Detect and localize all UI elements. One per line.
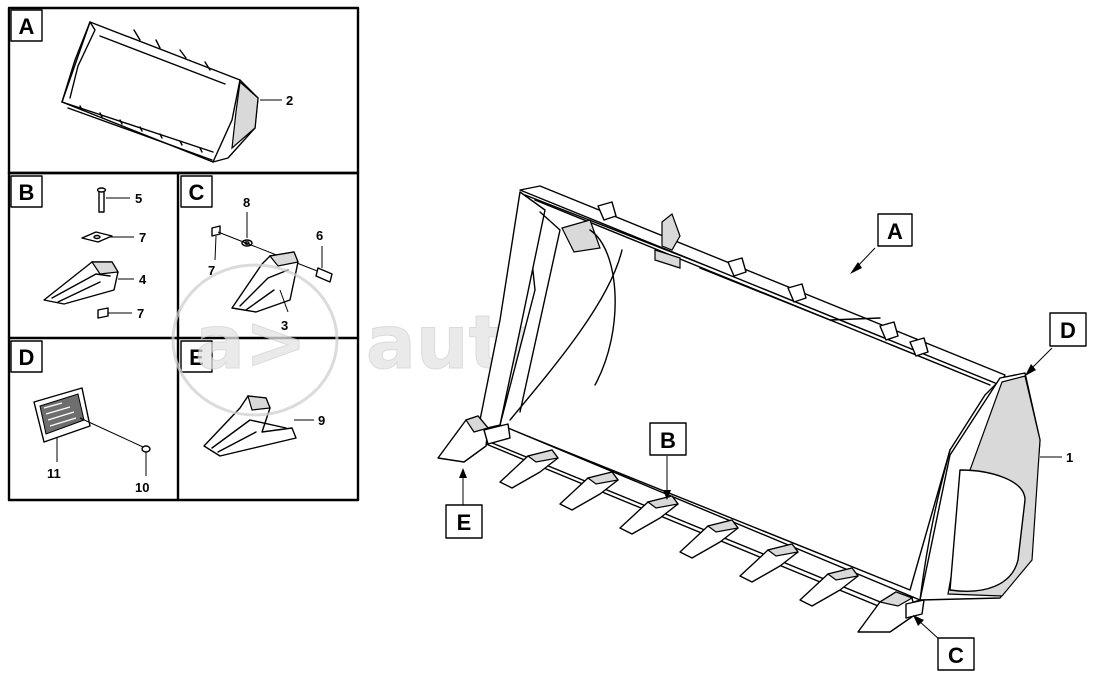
svg-text:11: 11	[47, 466, 61, 481]
svg-text:2: 2	[286, 93, 293, 108]
svg-text:D: D	[1060, 318, 1076, 343]
marker-e: E	[445, 468, 483, 539]
svg-text:7: 7	[137, 306, 144, 321]
callout-3: 3	[279, 289, 289, 333]
main-bucket-teeth	[499, 449, 860, 607]
marker-d: D	[1025, 312, 1087, 376]
callout-4: 4	[118, 272, 147, 287]
svg-text:8: 8	[243, 195, 250, 210]
panel-e-corner-tooth-drawing	[203, 395, 297, 457]
callout-11: 11	[47, 438, 61, 481]
svg-text:E: E	[457, 510, 472, 535]
panel-b-tooth-drawing	[43, 187, 119, 319]
callout-6: 6	[316, 228, 323, 268]
watermark-logo-ring	[171, 263, 339, 417]
marker-a: A	[850, 213, 913, 274]
svg-text:A: A	[887, 219, 903, 244]
callout-5: 5	[106, 191, 142, 206]
callout-10: 10	[135, 452, 149, 495]
panel-b-label: B	[10, 175, 43, 208]
callout-7-b-lower: 7	[108, 306, 144, 321]
panel-a-bucket-drawing	[61, 21, 259, 163]
callout-8: 8	[243, 195, 250, 238]
panel-c-label: C	[180, 175, 213, 208]
marker-c: C	[913, 615, 975, 671]
main-bucket-drawing	[437, 185, 1041, 633]
svg-text:7: 7	[139, 230, 146, 245]
svg-text:C: C	[189, 180, 205, 205]
detail-panels-grid	[7, 6, 360, 502]
callout-7-b-upper: 7	[110, 230, 146, 245]
callout-1: 1	[1040, 450, 1073, 465]
svg-text:B: B	[660, 428, 676, 453]
callout-2: 2	[260, 93, 293, 108]
panel-e-label: E	[180, 340, 213, 373]
svg-text:C: C	[948, 643, 964, 668]
svg-text:A: A	[19, 14, 35, 39]
panel-c-adapter-drawing	[211, 225, 333, 313]
panel-d-decal-drawing	[33, 387, 151, 453]
panel-a-label: A	[10, 9, 43, 42]
svg-text:6: 6	[316, 228, 323, 243]
svg-text:D: D	[19, 345, 35, 370]
svg-text:9: 9	[318, 413, 325, 428]
svg-text:3: 3	[281, 318, 288, 333]
svg-text:10: 10	[135, 480, 149, 495]
svg-text:E: E	[189, 345, 204, 370]
callout-7-c: 7	[208, 235, 217, 278]
watermark-logo: a>	[195, 300, 307, 386]
svg-text:7: 7	[208, 263, 215, 278]
svg-text:B: B	[19, 180, 35, 205]
panel-d-label: D	[10, 340, 43, 373]
callout-9: 9	[294, 413, 325, 428]
svg-text:5: 5	[135, 191, 142, 206]
svg-text:4: 4	[139, 272, 147, 287]
marker-b: B	[649, 422, 687, 500]
svg-text:1: 1	[1066, 450, 1073, 465]
